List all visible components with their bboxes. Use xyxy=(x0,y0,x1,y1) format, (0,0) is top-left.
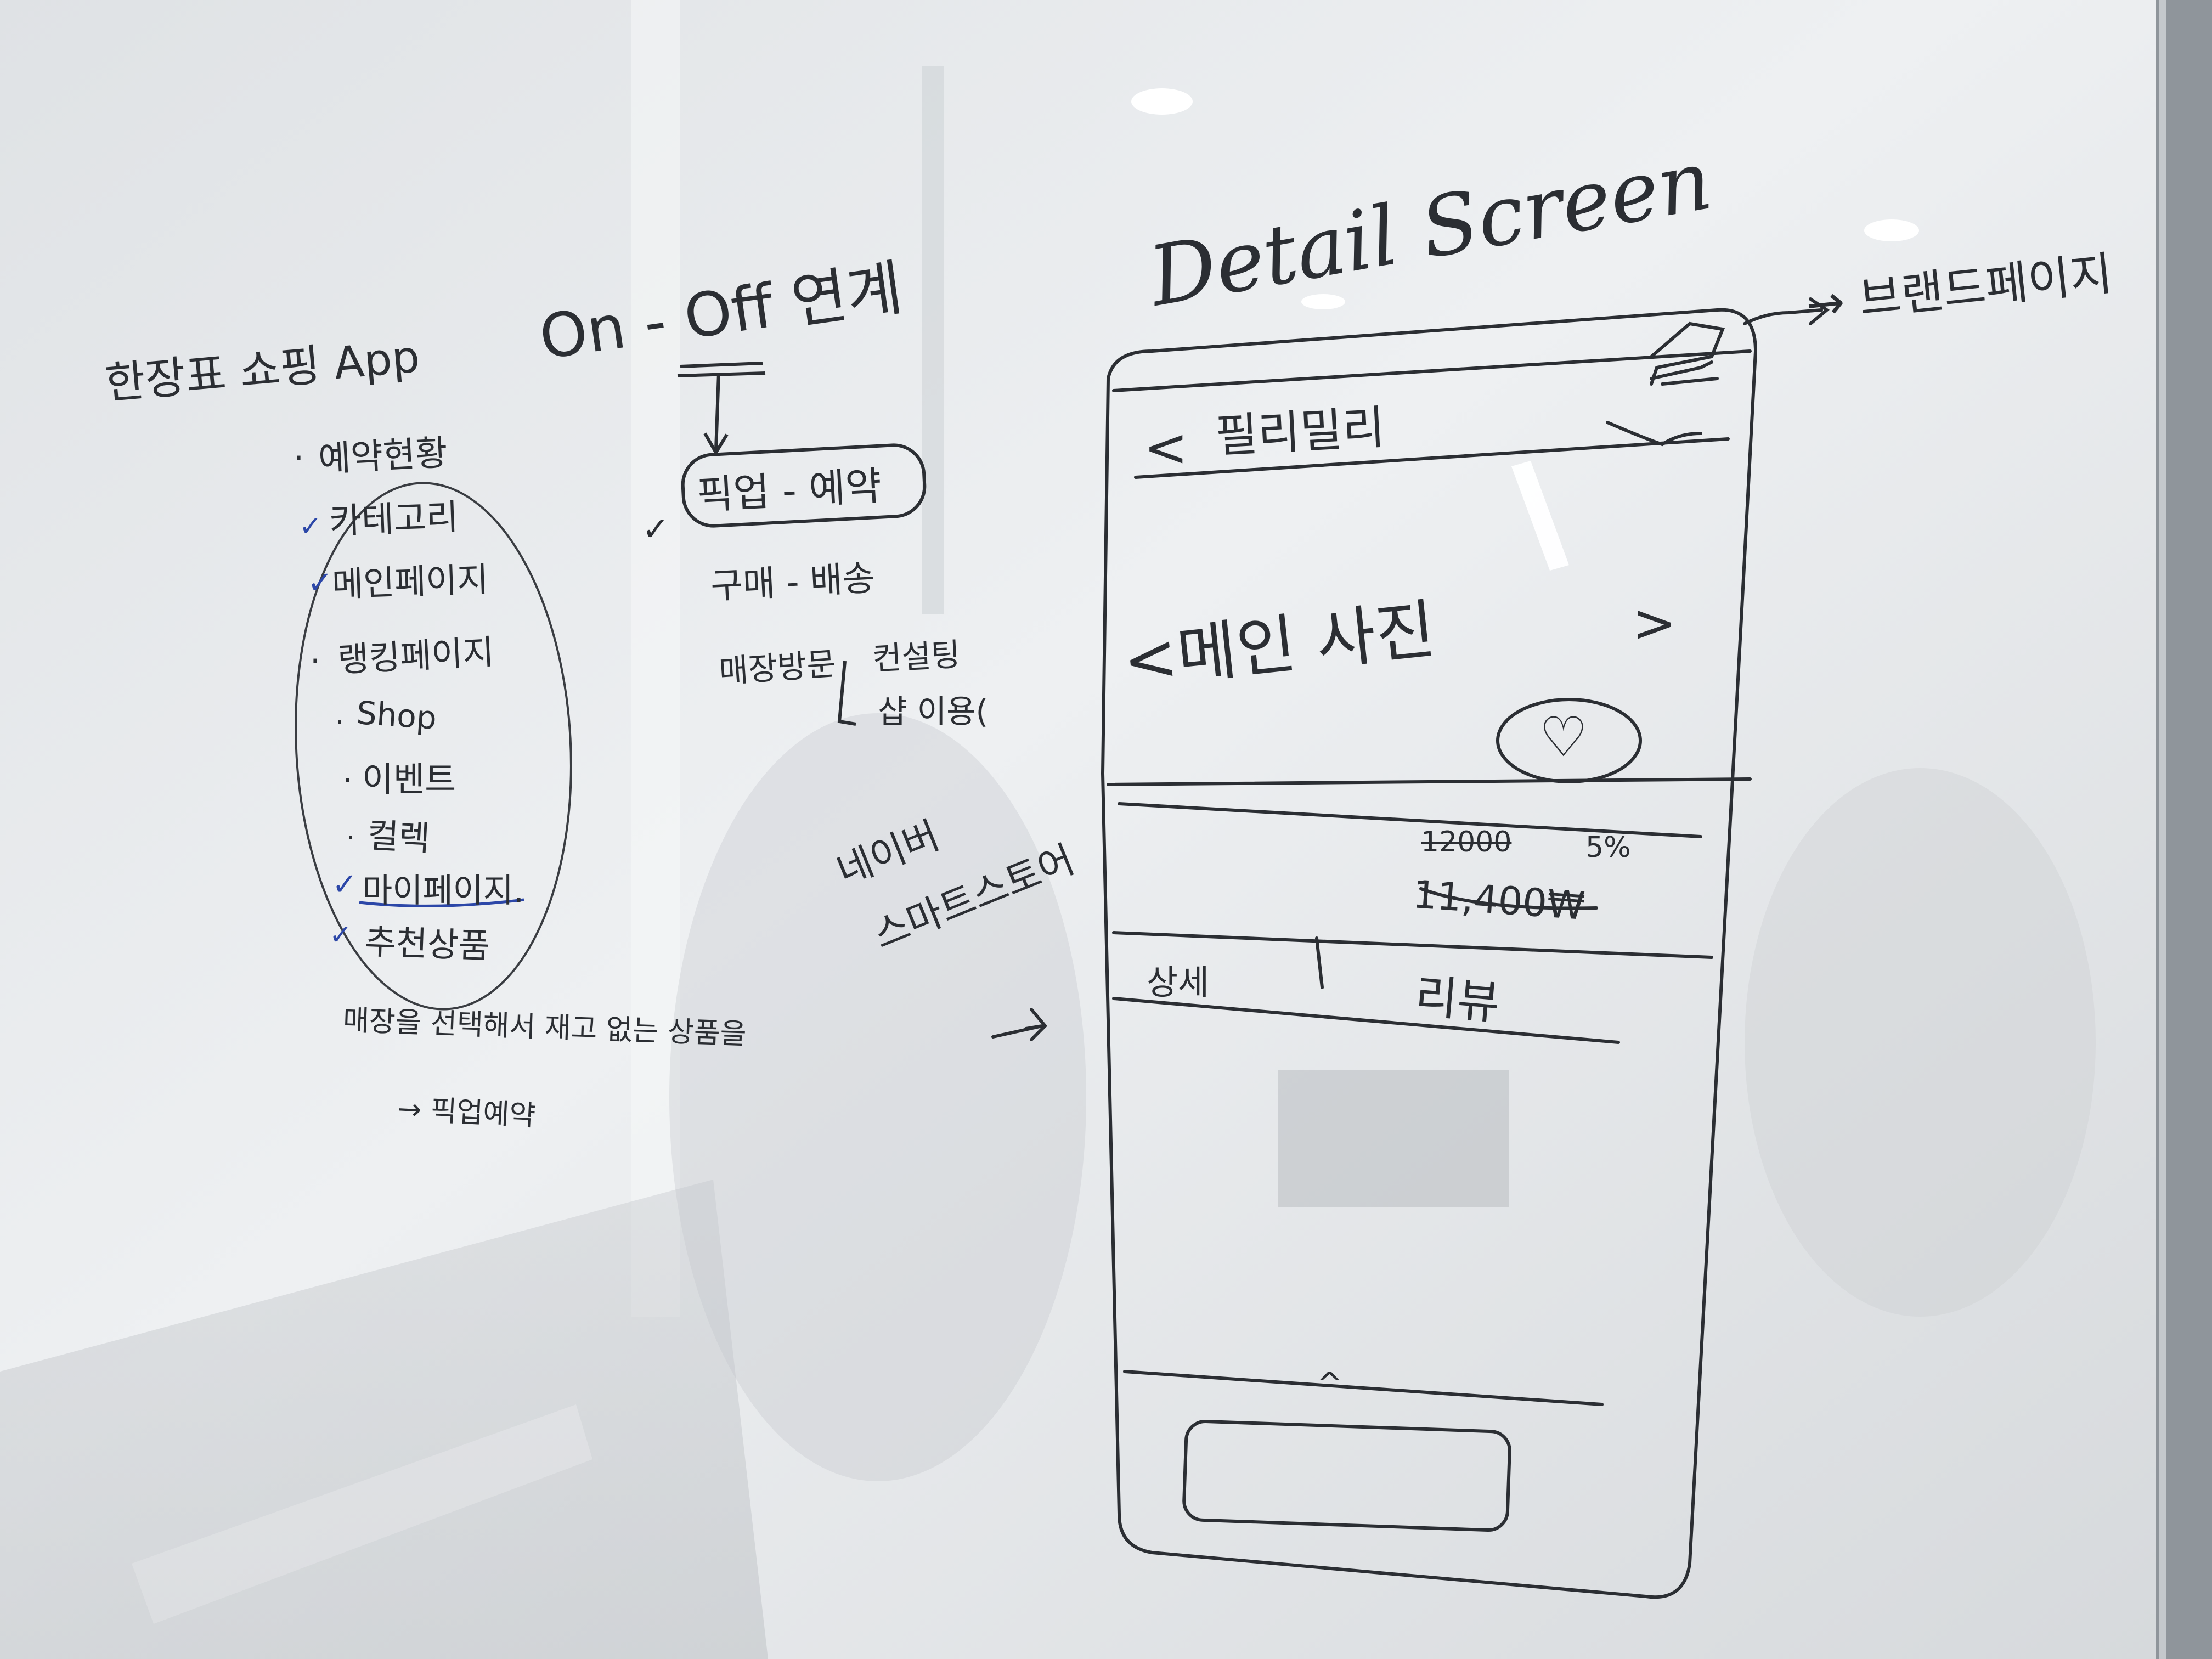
price-old: 12000 xyxy=(1421,826,1512,859)
left-item-check: · xyxy=(310,642,321,680)
ceiling-light xyxy=(1301,294,1345,309)
grouping-circle xyxy=(295,482,572,1011)
pickup-box xyxy=(681,443,927,528)
left-item-check: ✓ xyxy=(307,565,333,601)
reflection-pillar xyxy=(922,66,944,614)
arrow-down xyxy=(703,373,729,456)
reflection-window xyxy=(631,0,680,1317)
left-item-check: · xyxy=(343,763,353,798)
heart-icon: ♡ xyxy=(1539,705,1588,769)
reflection-floor xyxy=(0,1180,768,1659)
left-item-check: · xyxy=(335,705,345,741)
tab-detail: 상세 xyxy=(1147,962,1210,1002)
ceiling-light xyxy=(1864,219,1919,241)
left-item: 마이페이지. xyxy=(362,872,524,910)
left-item: 컬렉 xyxy=(366,815,431,859)
left-item-check: ✓ xyxy=(329,919,352,951)
phone-wireframe xyxy=(991,297,1830,1599)
left-item-check: ✓ xyxy=(299,510,322,542)
middle-line3-opt1: 컨설팅 xyxy=(871,635,962,678)
detail-header-label: 필리밀리 xyxy=(1214,400,1386,464)
left-item-check: ✓ xyxy=(332,867,358,902)
next-icon: > xyxy=(1632,592,1677,654)
tab-review: 리뷰 xyxy=(1413,969,1502,1030)
discount: 5% xyxy=(1585,831,1631,864)
middle-line3-label: 매장방문 xyxy=(718,645,837,691)
bracket xyxy=(837,661,856,726)
middle-line2: 구매 - 배송 xyxy=(709,558,876,607)
left-item-check: · xyxy=(294,439,304,477)
ceiling-light-strip xyxy=(1511,461,1569,571)
reflection-desk xyxy=(1278,1070,1509,1207)
left-item: Shop xyxy=(355,693,438,737)
left-item: 랭킹페이지 xyxy=(336,631,495,680)
reflection-figure xyxy=(669,713,1086,1481)
middle-boxed: 픽업 - 예약 xyxy=(696,462,883,518)
left-item-check: · xyxy=(346,820,356,856)
back-icon: < xyxy=(1144,417,1188,478)
caret-up-icon: ^ xyxy=(1317,1366,1342,1402)
board-frame-edge xyxy=(2159,0,2166,1659)
underline-mypage xyxy=(359,898,524,907)
left-footer-line2: → 픽업예약 xyxy=(397,1092,537,1133)
reflection-figure-right xyxy=(1745,768,2096,1317)
double-line xyxy=(677,362,766,377)
left-item: 예약현황 xyxy=(317,432,449,481)
middle-line3-opt2: 샵 이용( xyxy=(878,693,989,730)
left-item: 메인페이지 xyxy=(331,559,489,605)
ceiling-light xyxy=(1131,88,1193,115)
left-item: 이벤트 xyxy=(362,759,456,799)
left-item: 추천상품 xyxy=(364,922,491,966)
middle-check: ✓ xyxy=(642,510,670,549)
left-item: 카테고리 xyxy=(328,496,459,543)
